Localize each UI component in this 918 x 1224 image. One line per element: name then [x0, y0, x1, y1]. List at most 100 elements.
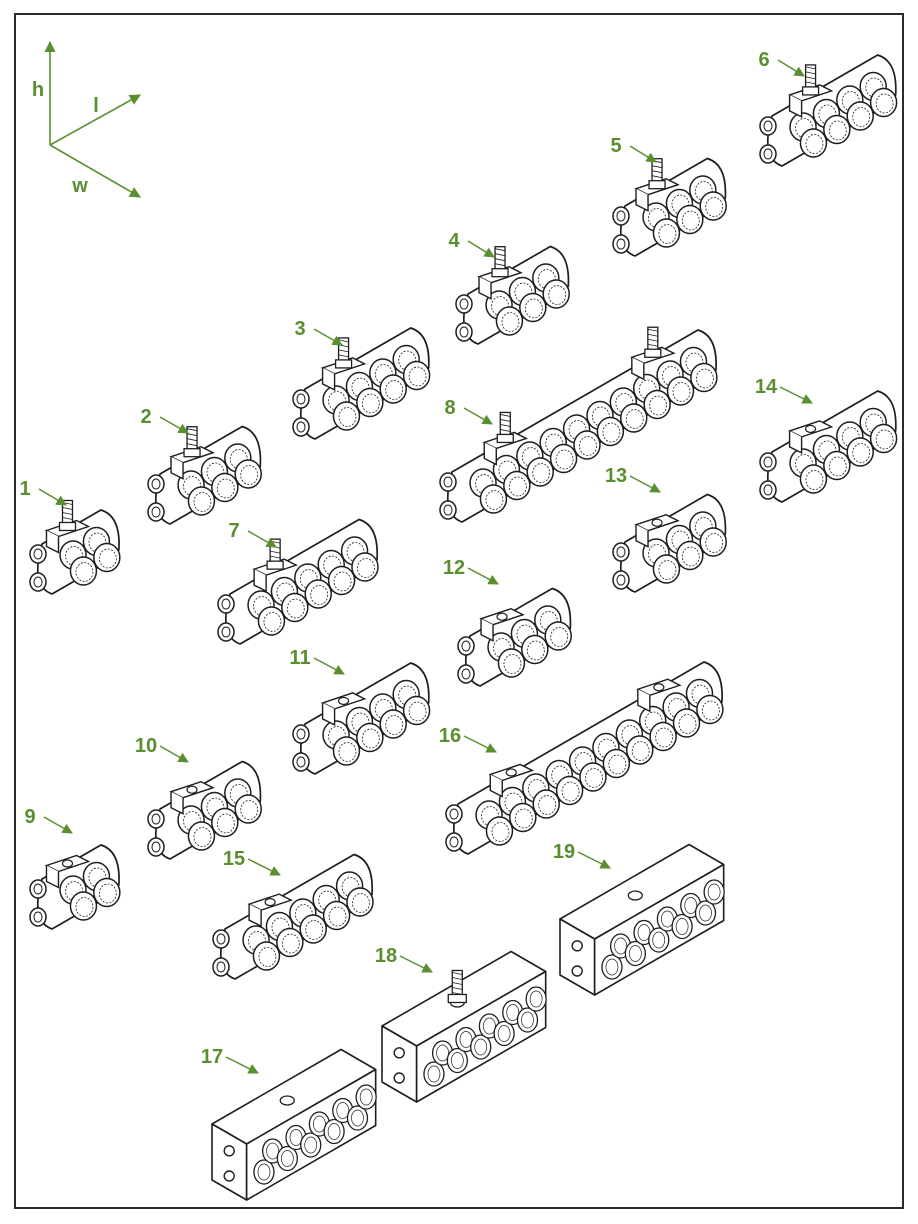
- end-port-bore: [616, 238, 626, 250]
- callout-number: 13: [605, 465, 627, 487]
- end-port-bore: [296, 421, 306, 433]
- connector-part-13: [612, 493, 727, 593]
- clamp-side: [170, 456, 184, 480]
- connector-part-11: [292, 662, 431, 775]
- stud-thread: [647, 343, 658, 347]
- end-port-bore: [459, 326, 469, 338]
- wire-port: [402, 695, 431, 726]
- port-thread: [506, 1004, 520, 1021]
- stud-thread: [805, 81, 816, 85]
- stud-thread: [647, 338, 658, 342]
- end-port-bore: [763, 148, 773, 160]
- wire-port-hole: [323, 1118, 345, 1145]
- callout-number: 12: [443, 557, 465, 579]
- wire-port: [699, 191, 727, 221]
- wire-port: [495, 306, 524, 336]
- end-port-bore: [296, 756, 306, 768]
- port-thread: [614, 937, 627, 955]
- end-port-bore: [616, 546, 626, 558]
- connector-part-17: [211, 1048, 377, 1201]
- wire-port: [699, 527, 727, 557]
- wire-port: [799, 128, 828, 158]
- callout-arrow: [629, 145, 657, 163]
- hex-nut: [801, 86, 820, 96]
- port-thread: [707, 883, 721, 901]
- wire-port-hole: [253, 1159, 275, 1185]
- end-port-bore: [461, 640, 471, 652]
- port-thread: [655, 727, 674, 748]
- clamp-side: [635, 188, 649, 212]
- port-thread: [699, 904, 712, 922]
- port-thread: [385, 380, 404, 400]
- connector-part-18: [381, 950, 547, 1103]
- callout-arrow: [38, 488, 67, 506]
- wire-port: [532, 789, 560, 819]
- stud-thread: [805, 76, 816, 80]
- connector-part-12: [457, 587, 572, 687]
- connector-part-6: [759, 54, 898, 167]
- wire-port: [332, 736, 361, 766]
- stud-thread: [62, 512, 73, 515]
- callout-number: 11: [289, 647, 310, 669]
- connector-part-4: [455, 245, 570, 345]
- set-screw-hole: [651, 518, 663, 527]
- stud-thread: [62, 507, 73, 510]
- port-thread: [459, 1031, 473, 1048]
- wire-port: [346, 887, 374, 917]
- wire-port: [356, 387, 384, 418]
- port-thread: [503, 654, 522, 674]
- callout-arrow: [43, 816, 73, 834]
- port-thread: [705, 533, 724, 553]
- port-thread: [501, 312, 520, 332]
- port-thread: [684, 897, 698, 914]
- port-thread: [338, 742, 357, 762]
- callout-number: 15: [223, 848, 245, 870]
- port-thread: [281, 933, 300, 954]
- port-thread: [532, 463, 551, 483]
- wire-port: [676, 540, 704, 571]
- port-thread: [483, 1017, 496, 1035]
- wire-port: [652, 218, 681, 248]
- callout-arrow: [159, 745, 189, 763]
- stud-thread: [338, 349, 349, 353]
- wire-port: [485, 816, 514, 846]
- port-thread: [351, 1109, 364, 1127]
- end-port-bore: [151, 506, 161, 518]
- clamp-side: [788, 430, 803, 455]
- wire-port: [579, 762, 607, 792]
- wire-port: [619, 403, 648, 433]
- mounting-hole: [223, 1170, 235, 1182]
- wire-port-hole: [300, 1132, 322, 1158]
- port-thread: [628, 945, 642, 962]
- wire-port: [676, 204, 704, 235]
- port-thread: [521, 1011, 534, 1029]
- set-screw-hole: [496, 612, 508, 621]
- port-thread: [310, 585, 329, 605]
- end-port-bore: [151, 813, 161, 825]
- port-thread: [852, 443, 871, 463]
- callout-number: 5: [610, 135, 621, 157]
- connector-part-3: [292, 327, 431, 440]
- set-screw-hole: [186, 785, 198, 794]
- stud-thread: [494, 253, 506, 257]
- port-thread: [695, 368, 714, 389]
- wire-port-hole: [346, 1105, 369, 1131]
- wire-port: [299, 914, 327, 944]
- clamp-side: [321, 367, 336, 392]
- end-port-bore: [449, 808, 459, 820]
- port-thread: [328, 906, 347, 927]
- port-thread: [385, 715, 404, 735]
- stud-thread: [186, 433, 198, 437]
- port-thread: [193, 827, 212, 847]
- callout-number: 18: [375, 945, 397, 967]
- port-thread: [240, 465, 259, 485]
- end-port-bore: [763, 484, 773, 496]
- clamp-side: [253, 569, 267, 593]
- port-thread: [631, 741, 650, 761]
- callout-arrow: [399, 955, 433, 973]
- wire-port: [252, 941, 281, 971]
- wire-port: [544, 621, 572, 651]
- callout-arrow: [467, 240, 495, 258]
- hex-nut: [491, 268, 509, 278]
